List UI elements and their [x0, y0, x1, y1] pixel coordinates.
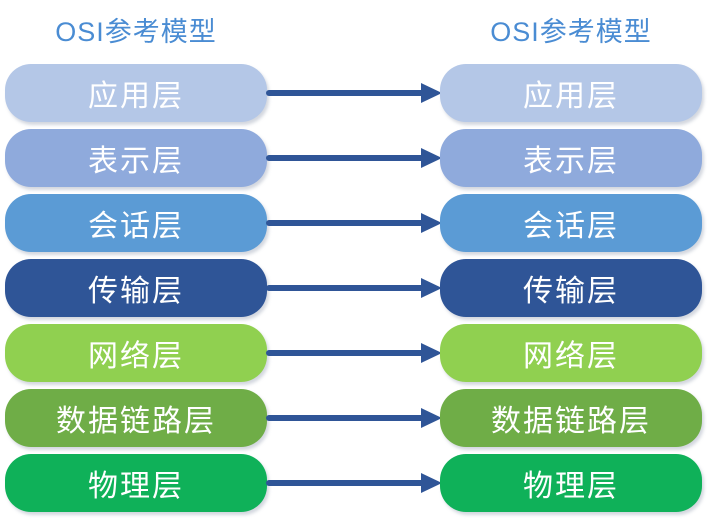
- datalink-layer-pill-left: 数据链路层: [5, 389, 267, 447]
- physical-layer-label: 物理层: [523, 470, 619, 503]
- datalink-layer-pill-right: 数据链路层: [440, 389, 702, 447]
- network-layer-pill-right: 网络层: [440, 324, 702, 382]
- arrow-transport: [266, 259, 442, 317]
- arrow-presentation: [266, 129, 442, 187]
- arrow-line: [266, 90, 421, 96]
- physical-layer-pill-left: 物理层: [5, 454, 267, 512]
- session-layer-label: 会话层: [523, 210, 619, 243]
- right-osi-stack: 应用层 表示层 会话层 传输层 网络层 数据链路层 物理层: [440, 64, 702, 512]
- arrow-application: [266, 64, 442, 122]
- arrow-line: [266, 350, 421, 356]
- transport-layer-label: 传输层: [523, 275, 619, 308]
- arrow-head-icon: [421, 148, 442, 168]
- application-layer-label: 应用层: [88, 80, 184, 113]
- arrow-head-icon: [421, 473, 442, 493]
- arrow-session: [266, 194, 442, 252]
- network-layer-pill-left: 网络层: [5, 324, 267, 382]
- application-layer-label: 应用层: [523, 80, 619, 113]
- datalink-layer-label: 数据链路层: [491, 405, 651, 438]
- arrow-head-icon: [421, 213, 442, 233]
- application-layer-pill-right: 应用层: [440, 64, 702, 122]
- session-layer-pill-right: 会话层: [440, 194, 702, 252]
- arrow-physical: [266, 454, 442, 512]
- arrow-line: [266, 155, 421, 161]
- right-column-title: OSI参考模型: [490, 17, 652, 47]
- arrow-head-icon: [421, 83, 442, 103]
- physical-layer-label: 物理层: [88, 470, 184, 503]
- application-layer-pill-left: 应用层: [5, 64, 267, 122]
- transport-layer-pill-left: 传输层: [5, 259, 267, 317]
- arrow-head-icon: [421, 278, 442, 298]
- transport-layer-label: 传输层: [88, 275, 184, 308]
- session-layer-pill-left: 会话层: [5, 194, 267, 252]
- presentation-layer-pill-left: 表示层: [5, 129, 267, 187]
- arrow-line: [266, 480, 421, 486]
- left-osi-stack: 应用层 表示层 会话层 传输层 网络层 数据链路层 物理层: [5, 64, 267, 512]
- transport-layer-pill-right: 传输层: [440, 259, 702, 317]
- session-layer-label: 会话层: [88, 210, 184, 243]
- datalink-layer-label: 数据链路层: [56, 405, 216, 438]
- presentation-layer-label: 表示层: [523, 145, 619, 178]
- physical-layer-pill-right: 物理层: [440, 454, 702, 512]
- arrow-line: [266, 415, 421, 421]
- arrow-head-icon: [421, 343, 442, 363]
- left-column-title: OSI参考模型: [55, 17, 217, 47]
- peer-mapping-arrows: [266, 64, 442, 512]
- network-layer-label: 网络层: [523, 340, 619, 373]
- arrow-line: [266, 220, 421, 226]
- presentation-layer-label: 表示层: [88, 145, 184, 178]
- network-layer-label: 网络层: [88, 340, 184, 373]
- arrow-datalink: [266, 389, 442, 447]
- arrow-head-icon: [421, 408, 442, 428]
- arrow-line: [266, 285, 421, 291]
- arrow-network: [266, 324, 442, 382]
- presentation-layer-pill-right: 表示层: [440, 129, 702, 187]
